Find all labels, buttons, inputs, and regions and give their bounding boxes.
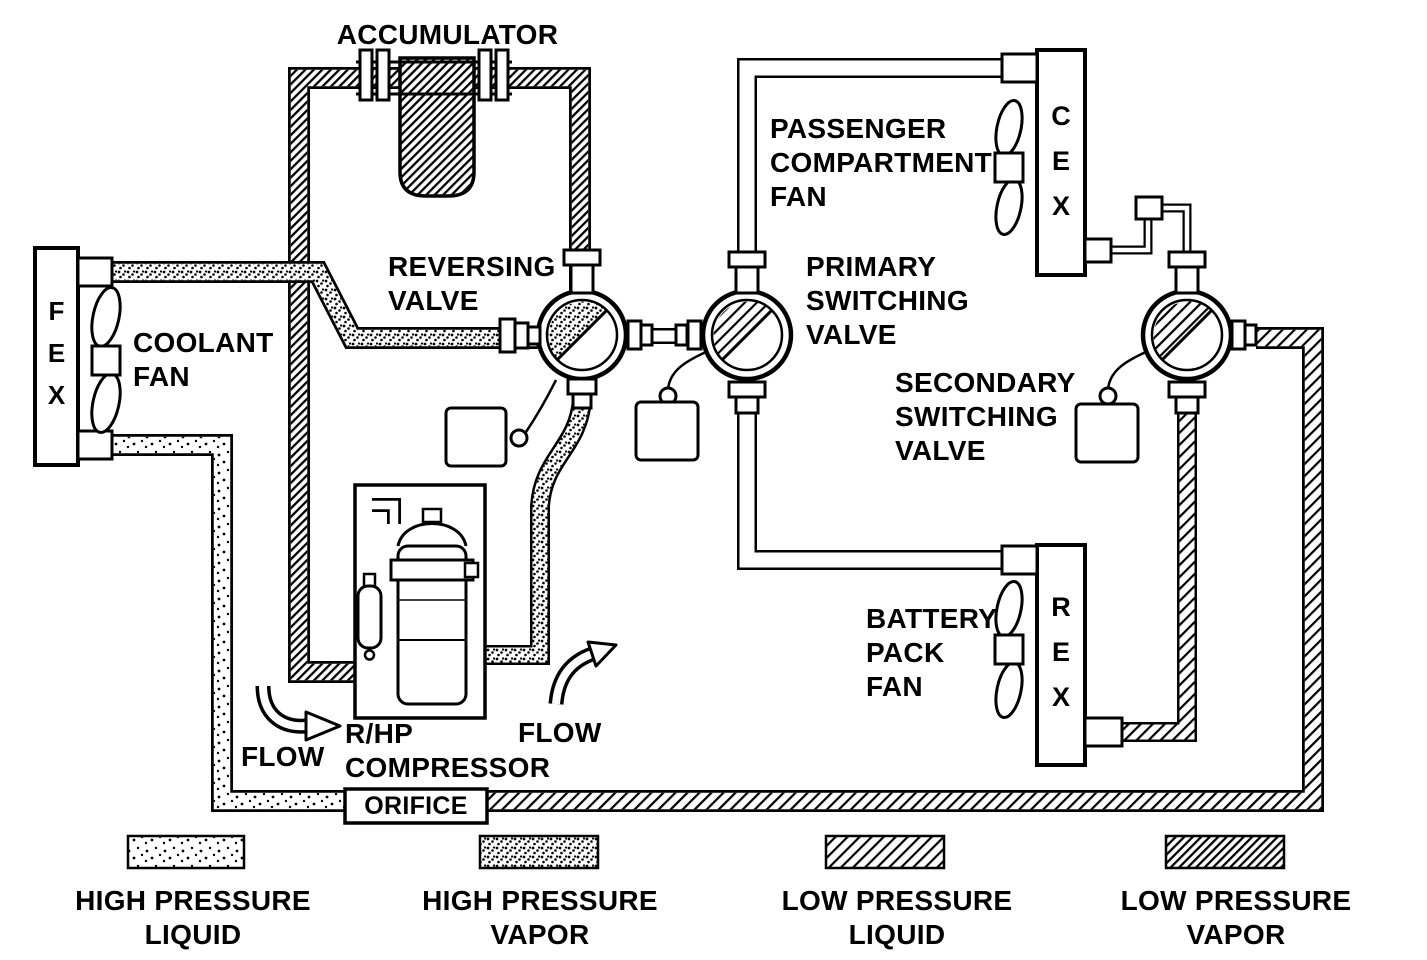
fex-bottom-port	[76, 429, 114, 461]
accumulator-bolt	[375, 48, 391, 102]
accumulator-bolt	[477, 48, 493, 102]
legend-label-low-pressure-liquid: LOW PRESSURE LIQUID	[781, 885, 1013, 950]
flow-arrow-left-icon	[255, 685, 342, 742]
legend-swatch-high-pressure-vapor	[478, 834, 600, 870]
legend-swatch-high-pressure-liquid	[126, 834, 246, 870]
pipe-low-pressure-liquid-main	[487, 327, 1324, 812]
rex-bottom-port	[1083, 716, 1124, 748]
accumulator-label: ACCUMULATOR	[336, 19, 559, 50]
passenger-compartment-fan-label: PASSENGER COMPARTMENT FAN	[770, 113, 993, 212]
legend-label-high-pressure-vapor: HIGH PRESSURE VAPOR	[422, 885, 658, 950]
primary-switching-valve-graphic	[634, 250, 794, 462]
battery-fan-icon	[993, 579, 1025, 720]
fex-top-port	[76, 256, 114, 288]
coolant-fan-label: COOLANT FAN	[133, 327, 274, 392]
compressor-graphic	[353, 483, 487, 720]
compressor-dryer	[356, 584, 383, 650]
orifice-label: ORIFICE	[364, 792, 468, 820]
legend-swatches	[126, 834, 1286, 870]
flow-left-label: FLOW	[241, 741, 325, 772]
primary-valve-solenoid	[634, 400, 700, 462]
pipe-low-pressure-vapor-loop	[288, 67, 591, 683]
rex-top-port	[1000, 544, 1039, 576]
solenoid-connector	[1098, 386, 1118, 406]
compressor-label: R/HP COMPRESSOR	[345, 718, 551, 783]
coolant-fan-icon	[90, 286, 122, 434]
cex-heat-exchanger	[1000, 48, 1113, 277]
battery-pack-fan-label: BATTERY PACK FAN	[866, 603, 998, 702]
legend-swatch-low-pressure-liquid	[824, 834, 946, 870]
pipe-primary-to-rex	[737, 396, 1004, 570]
cex-top-port	[1000, 52, 1039, 84]
pipe-secondary-to-rex	[1120, 400, 1197, 742]
reversing-valve-solenoid	[444, 406, 508, 468]
reversing-valve-graphic	[444, 248, 654, 468]
orifice-box	[343, 787, 489, 825]
primary-switching-valve-label: PRIMARY SWITCHING VALVE	[806, 251, 969, 350]
rex-heat-exchanger	[1000, 543, 1124, 767]
flow-arrow-right-icon	[548, 640, 618, 705]
accumulator-bolt	[494, 48, 510, 102]
legend-label-low-pressure-vapor: LOW PRESSURE VAPOR	[1120, 885, 1352, 950]
fex-label: F E X	[47, 296, 66, 410]
accumulator-bolt	[358, 48, 374, 102]
pipe-high-pressure-liquid	[78, 434, 349, 812]
secondary-valve-solenoid	[1074, 402, 1140, 464]
cex-side-port	[1083, 237, 1113, 264]
pipe-high-pressure-vapor-fex	[78, 261, 544, 349]
pipe-compressor-discharge-hose	[486, 398, 592, 665]
secondary-switching-valve-label: SECONDARY SWITCHING VALVE	[895, 367, 1076, 466]
fex-heat-exchanger	[33, 246, 114, 467]
solenoid-connector	[509, 428, 529, 448]
pipe-primary-to-cex	[737, 58, 1004, 282]
cex-label: C E X	[1051, 101, 1071, 221]
passenger-fan-icon	[993, 98, 1025, 237]
reversing-valve-label: REVERSING VALVE	[388, 251, 556, 316]
flow-right-label: FLOW	[518, 717, 602, 748]
legend-label-high-pressure-liquid: HIGH PRESSURE LIQUID	[75, 885, 311, 950]
rex-label: R E X	[1051, 592, 1071, 712]
cex-line-connector	[1134, 195, 1164, 221]
accumulator-graphic	[356, 48, 512, 198]
legend-swatch-low-pressure-vapor	[1164, 834, 1286, 870]
secondary-switching-valve-graphic	[1074, 250, 1258, 464]
